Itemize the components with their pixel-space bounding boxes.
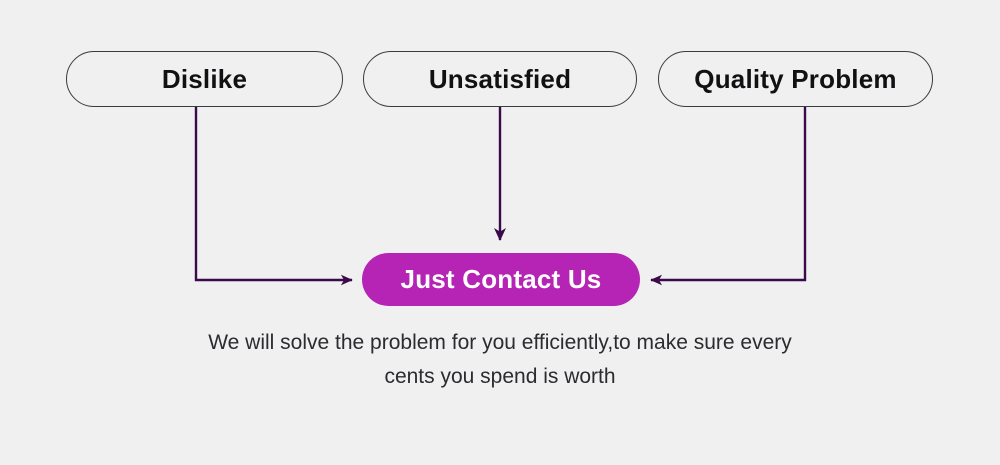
option-label-dislike: Dislike	[161, 63, 248, 94]
contact-us-label: Just Contact Us	[400, 264, 602, 294]
caption-text: We will solve the problem for you effici…	[0, 326, 1000, 394]
option-box-dislike[interactable]: Dislike	[66, 51, 343, 107]
option-box-quality-problem[interactable]: Quality Problem	[658, 51, 933, 107]
option-label-unsatisfied: Unsatisfied	[428, 63, 572, 94]
caption-line-2: cents you spend is worth	[384, 365, 616, 388]
contact-us-button[interactable]: Just Contact Us	[362, 253, 640, 306]
option-box-unsatisfied[interactable]: Unsatisfied	[363, 51, 637, 107]
caption-line-1: We will solve the problem for you effici…	[208, 331, 792, 354]
connector-quality-to-cta	[650, 107, 807, 286]
option-label-quality-problem: Quality Problem	[694, 63, 897, 94]
connector-dislike-to-cta	[194, 107, 353, 286]
